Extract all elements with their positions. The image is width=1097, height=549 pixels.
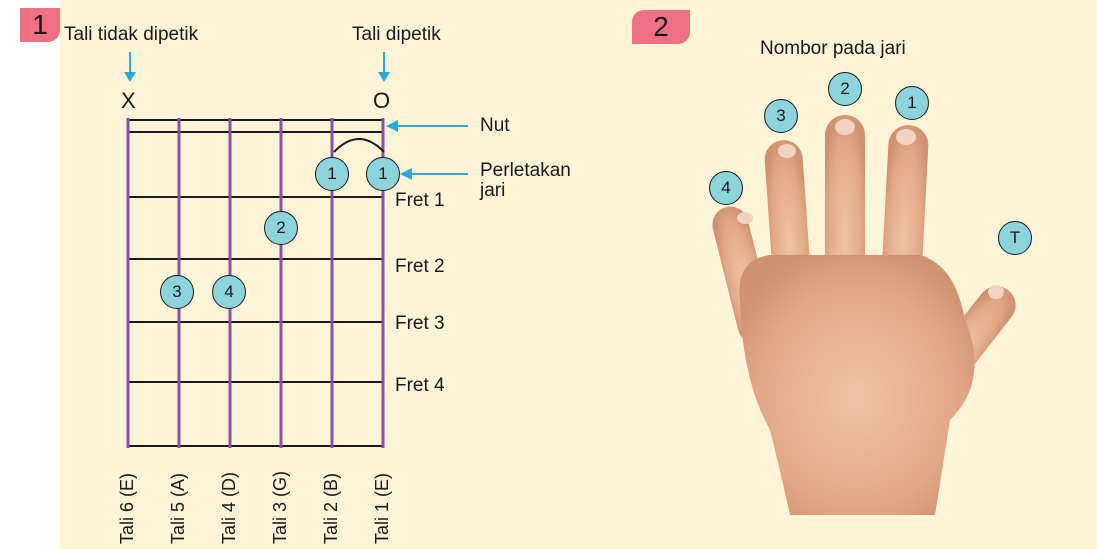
fret-label-1: Fret 1 [395,190,445,211]
finger-number-3: 3 [764,99,798,133]
finger-number-thumb: T [998,221,1032,255]
finger-mark-1-string-2: 1 [315,157,349,191]
finger-mark-1-string-1: 1 [366,157,400,191]
string-label-2: Tali 2 (B) [321,472,341,544]
finger-mark-3-string-5: 3 [160,275,194,309]
badge-1: 1 [20,8,60,42]
fret-label-3: Fret 3 [395,313,445,334]
finger-mark-4-string-4: 4 [212,275,246,309]
finger-number-2: 2 [828,72,862,106]
finger-numbers-title: Nombor pada jari [760,38,906,59]
string-label-6: Tali 6 (E) [117,472,137,544]
hand-image [712,115,1016,515]
finger-place-label-line2: jari [480,180,506,201]
arrow-down-icon [124,72,136,82]
label-not-plucked: Tali tidak dipetik [64,24,199,45]
mark-o: O [373,88,391,113]
arrows [124,52,468,180]
fret-label-4: Fret 4 [395,375,445,396]
arrow-left-icon [400,168,412,180]
finger-number-1: 1 [895,86,929,120]
string-label-3: Tali 3 (G) [270,470,290,544]
badge-2: 2 [632,10,690,44]
string-label-1: Tali 1 (E) [372,472,392,544]
finger-place-label-line1: Perletakan [480,160,571,181]
barre-arc [333,138,385,153]
string-label-4: Tali 4 (D) [219,471,239,544]
fret-label-2: Fret 2 [395,256,445,277]
nut-label: Nut [480,115,510,136]
arrow-down-icon [378,72,390,82]
string-label-5: Tali 5 (A) [168,472,188,544]
label-plucked: Tali dipetik [352,24,441,45]
arrow-left-icon [386,120,398,132]
finger-number-4: 4 [709,171,743,205]
mark-x: X [121,88,136,113]
finger-mark-2-string-3: 2 [264,211,298,245]
